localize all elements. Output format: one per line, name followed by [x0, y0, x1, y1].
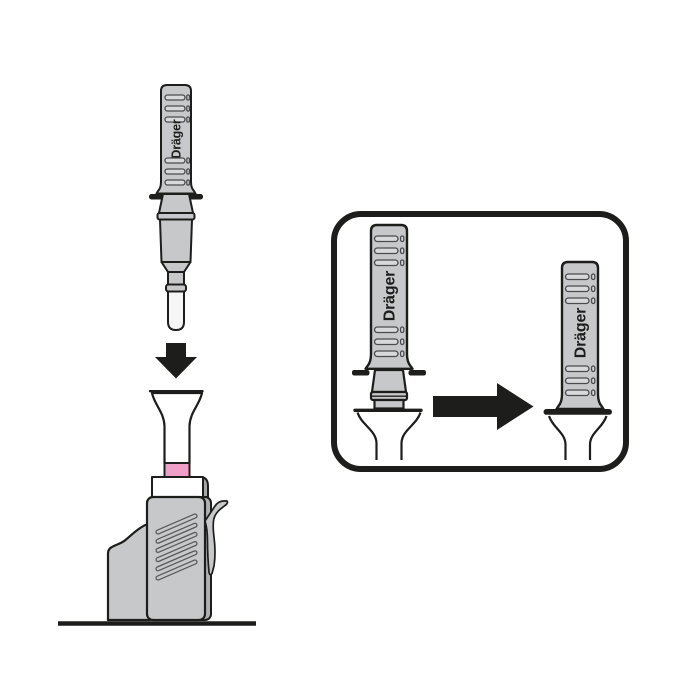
grip-slot — [373, 247, 399, 255]
grip-slot-edge — [590, 273, 596, 281]
handle-grip-slots-upper — [564, 273, 596, 305]
grip-slot — [564, 273, 590, 281]
funnel-trumpet-side — [547, 415, 567, 460]
grip-slot — [373, 235, 399, 243]
grip-slot — [564, 365, 590, 373]
grip-slot-edge — [590, 389, 596, 397]
sampler-shoulder — [160, 261, 192, 273]
brand-label: Dräger — [169, 119, 183, 158]
sampler-shaft — [159, 218, 193, 263]
dock-clip — [204, 500, 229, 576]
sampler-guard-bar — [352, 370, 370, 376]
main-funnel — [148, 390, 204, 478]
funnel-trumpet-side — [356, 412, 378, 460]
grip-slot-edge — [590, 297, 596, 305]
main-sampler: Dräger — [149, 84, 203, 331]
grip-slot-edge — [590, 285, 596, 293]
sampler-shaft — [373, 398, 405, 410]
funnel-pink-band — [163, 462, 191, 478]
sampler-guard-bar — [408, 370, 426, 376]
sampler-stem-ring — [165, 283, 187, 293]
grip-slot-edge — [186, 94, 191, 101]
inset-panel: Dräger — [331, 211, 629, 472]
grip-slot — [564, 377, 590, 385]
grip-slot-edge — [590, 377, 596, 385]
handle-grip-slots-lower — [373, 326, 405, 358]
arrow-right-icon — [433, 383, 534, 430]
grip-slot-edge — [186, 168, 191, 175]
grip-slot-edge — [399, 326, 405, 334]
grip-slot — [164, 157, 186, 164]
inset-sampler-raised: Dräger — [352, 223, 426, 460]
sampler-neck — [370, 368, 408, 394]
brand-label: Dräger — [573, 308, 590, 358]
grip-slot — [564, 297, 590, 305]
handle-grip-slots-lower — [564, 365, 596, 397]
grip-slot — [164, 116, 186, 123]
sampler-handle — [155, 84, 197, 195]
brand-label: Dräger — [382, 271, 399, 321]
dock-vent-slots — [155, 513, 198, 581]
grip-slot-edge — [399, 350, 405, 358]
grip-slot — [164, 179, 186, 186]
grip-slot — [564, 389, 590, 397]
grip-slot — [373, 259, 399, 267]
handle-grip-slots-upper — [373, 235, 405, 267]
dock-collar — [151, 476, 204, 498]
grip-slot-edge — [186, 157, 191, 164]
grip-slot-edge — [186, 105, 191, 112]
grip-slot — [164, 168, 186, 175]
grip-slot — [373, 338, 399, 346]
grip-slot-edge — [399, 259, 405, 267]
grip-slot-edge — [399, 235, 405, 243]
grip-slot-edge — [186, 116, 191, 123]
grip-slot-edge — [590, 365, 596, 373]
funnel-lip-flush — [543, 409, 612, 415]
analyzer-dock — [58, 476, 256, 626]
sampler-stem — [167, 271, 185, 286]
grip-slot — [164, 105, 186, 112]
grip-slot — [373, 350, 399, 358]
handle-grip-slots-upper — [164, 94, 191, 123]
grip-slot — [164, 94, 186, 101]
handle-grip-slots-lower — [164, 157, 191, 186]
sampler-neck — [158, 193, 194, 214]
grip-slot-edge — [399, 247, 405, 255]
grip-slot-edge — [399, 338, 405, 346]
grip-slot — [373, 326, 399, 334]
inset-sampler-inserted: Dräger — [543, 260, 612, 460]
grip-slot — [564, 285, 590, 293]
dock-wedge — [106, 521, 152, 622]
arrow-down-icon — [155, 343, 197, 379]
grip-slot-edge — [186, 179, 191, 186]
funnel-trumpet — [150, 391, 204, 466]
sampler-absorbent-tip — [167, 290, 185, 331]
funnel-trumpet-side — [400, 412, 422, 460]
funnel-trumpet-side — [588, 415, 608, 460]
